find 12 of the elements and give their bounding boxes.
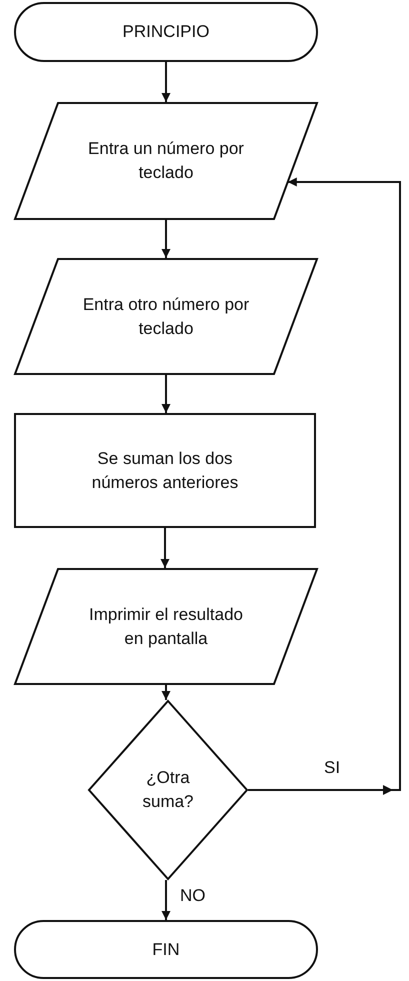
- node-text: ¿Otra suma?: [141, 767, 195, 813]
- node-text: FIN: [151, 938, 181, 960]
- input-output-parallelogram: [14, 568, 318, 685]
- node-text: Imprimir el resultado en pantalla: [88, 604, 244, 650]
- node-text: PRINCIPIO: [122, 21, 210, 43]
- process-box: [14, 413, 316, 528]
- decision-diamond: [88, 700, 248, 880]
- node-text: Se suman los dos números anteriores: [90, 448, 240, 494]
- input-output-parallelogram: [14, 258, 318, 375]
- node-text: Entra un número por teclado: [87, 138, 245, 184]
- input-output-parallelogram: [14, 102, 318, 220]
- node-text: Entra otro número por teclado: [82, 294, 250, 340]
